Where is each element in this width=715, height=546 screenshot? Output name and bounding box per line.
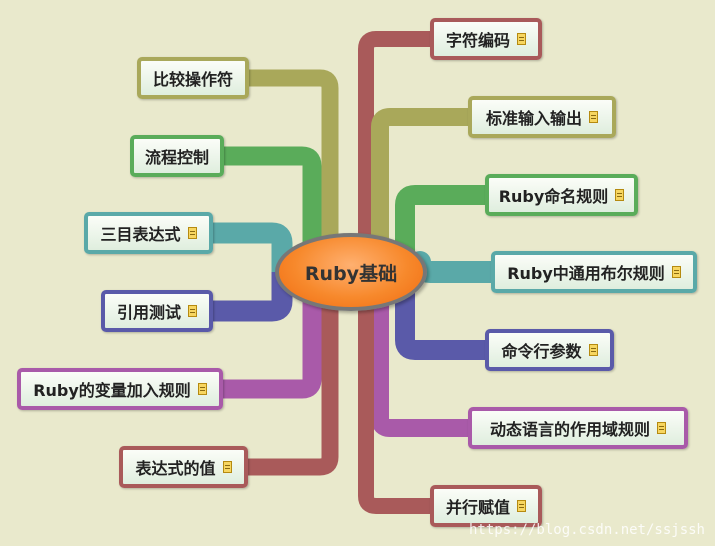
topic-label: 标准输入输出	[485, 109, 582, 128]
topic-label: 引用测试	[116, 303, 181, 322]
note-icon[interactable]	[517, 33, 526, 45]
topic-right-1[interactable]: 标准输入输出	[468, 96, 616, 138]
note-icon[interactable]	[197, 383, 207, 395]
note-icon[interactable]	[671, 266, 681, 278]
connector-left-3	[213, 272, 293, 322]
connector-right-4	[395, 272, 485, 360]
topic-label: Ruby的变量加入规则	[33, 381, 191, 400]
topic-left-0[interactable]: 比较操作符	[137, 57, 249, 99]
topic-left-1[interactable]: 流程控制	[130, 135, 224, 177]
connector-left-0	[249, 69, 339, 272]
connector-left-4	[223, 272, 322, 399]
connector-right-1	[371, 108, 468, 272]
note-icon[interactable]	[188, 305, 197, 317]
topic-label: Ruby命名规则	[498, 187, 609, 206]
connector-left-5	[248, 272, 339, 476]
topic-right-0[interactable]: 字符编码	[430, 18, 542, 60]
topic-left-5[interactable]: 表达式的值	[119, 446, 248, 488]
topic-right-3[interactable]: Ruby中通用布尔规则	[491, 251, 697, 293]
note-icon[interactable]	[657, 422, 666, 434]
topic-label: 并行赋值	[445, 498, 510, 517]
topic-label: 三目表达式	[100, 225, 181, 244]
topic-left-4[interactable]: Ruby的变量加入规则	[17, 368, 223, 410]
connector-right-3	[409, 251, 491, 283]
topic-right-6[interactable]: 并行赋值	[430, 485, 542, 527]
topic-label: 比较操作符	[152, 70, 233, 89]
note-icon[interactable]	[517, 500, 526, 512]
central-topic-label: Ruby基础	[304, 262, 398, 285]
connector-right-5	[371, 272, 468, 437]
topic-left-2[interactable]: 三目表达式	[84, 212, 213, 254]
topic-left-3[interactable]: 引用测试	[101, 290, 213, 332]
topic-label: 表达式的值	[135, 459, 216, 478]
connector-right-6	[358, 272, 430, 514]
topic-right-5[interactable]: 动态语言的作用域规则	[468, 407, 688, 449]
topic-label: 命令行参数	[501, 342, 582, 361]
note-icon[interactable]	[588, 344, 598, 356]
topic-label: 字符编码	[445, 31, 510, 50]
note-icon[interactable]	[615, 189, 625, 201]
note-icon[interactable]	[222, 461, 232, 473]
topic-label: 流程控制	[144, 148, 209, 167]
note-icon[interactable]	[187, 227, 197, 239]
watermark: https://blog.csdn.net/ssjssh	[468, 522, 705, 538]
note-icon[interactable]	[589, 111, 598, 123]
topic-right-4[interactable]: 命令行参数	[485, 329, 614, 371]
topic-label: 动态语言的作用域规则	[489, 420, 650, 439]
connector-left-2	[213, 222, 293, 272]
connector-left-1	[224, 146, 322, 272]
central-topic[interactable]: Ruby基础	[275, 233, 427, 311]
topic-label: Ruby中通用布尔规则	[507, 264, 665, 283]
connector-right-0	[358, 31, 430, 272]
connector-right-2	[395, 185, 485, 272]
topic-right-2[interactable]: Ruby命名规则	[485, 174, 638, 216]
